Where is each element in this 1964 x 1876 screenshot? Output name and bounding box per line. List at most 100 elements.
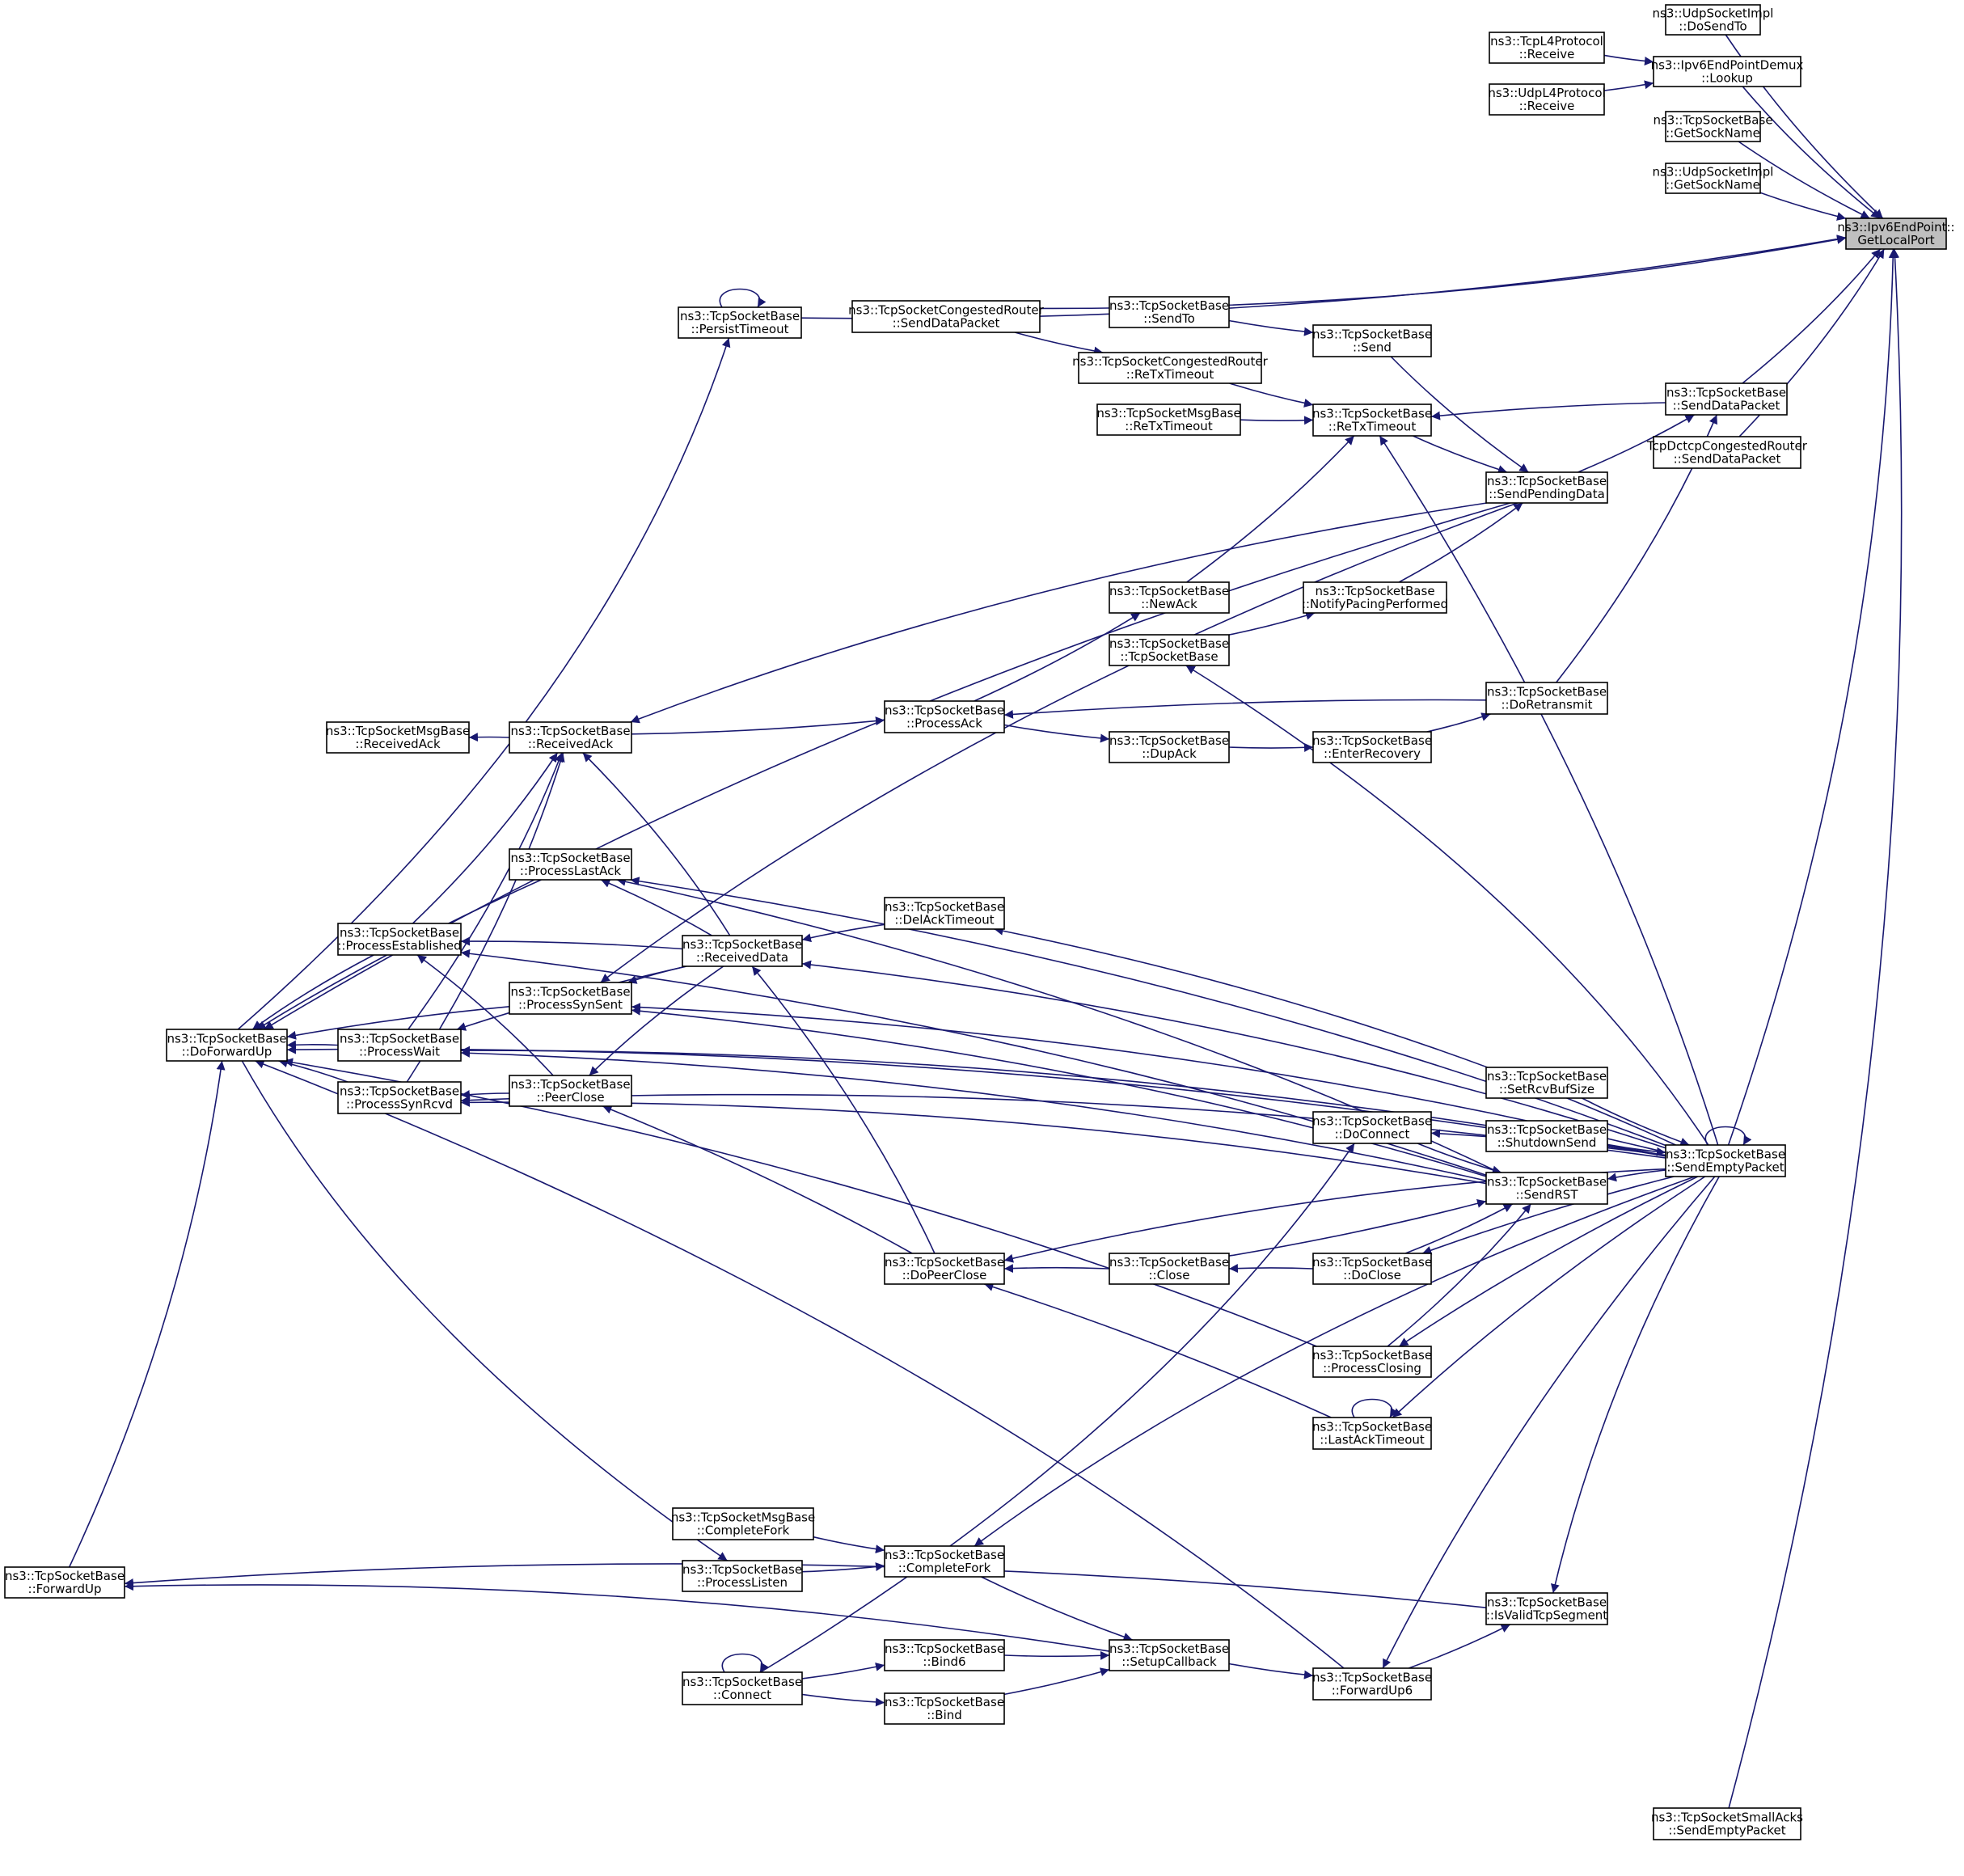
node-class-label: ns3::TcpSocketBase <box>340 926 459 940</box>
node-msg-receivedack[interactable]: ns3::TcpSocketMsgBase::ReceivedAck <box>326 721 470 754</box>
call-edge-processestablished-to-receivedack <box>412 752 559 924</box>
node-newack[interactable]: ns3::TcpSocketBase::NewAck <box>1109 581 1230 614</box>
node-ipv6demux-lookup[interactable]: ns3::Ipv6EndPointDemux::Lookup <box>1651 56 1804 87</box>
call-edge-sendemptypacket-to-isvalidtcpsegment <box>1550 1176 1720 1594</box>
node-dopeerclose[interactable]: ns3::TcpSocketBase::DoPeerClose <box>884 1253 1005 1285</box>
node-persisttimeout[interactable]: ns3::TcpSocketBase::PersistTimeout <box>678 306 802 339</box>
call-edge-sendemptypacket-to-delacktimeout <box>994 926 1676 1146</box>
node-box <box>1303 581 1447 614</box>
node-dctcp-senddatapacket[interactable]: TcpDctcpCongestedRouter::SendDataPacket <box>1646 436 1808 469</box>
node-sendpendingdata[interactable]: ns3::TcpSocketBase::SendPendingData <box>1485 471 1608 504</box>
call-edge-processack-to-dupack <box>1003 724 1110 743</box>
node-box <box>682 1671 803 1705</box>
node-processwait[interactable]: ns3::TcpSocketBase::ProcessWait <box>337 1029 462 1062</box>
node-delacktimeout[interactable]: ns3::TcpSocketBase::DelAckTimeout <box>884 897 1005 930</box>
node-root[interactable]: ns3::Ipv6EndPoint::GetLocalPort <box>1837 218 1955 250</box>
node-processlisten[interactable]: ns3::TcpSocketBase::ProcessListen <box>682 1560 803 1592</box>
node-forwardup6[interactable]: ns3::TcpSocketBase::ForwardUp6 <box>1312 1667 1432 1701</box>
node-sendrst[interactable]: ns3::TcpSocketBase::SendRST <box>1485 1172 1608 1205</box>
node-box <box>166 1029 288 1062</box>
node-box <box>1485 1592 1608 1625</box>
node-completefork[interactable]: ns3::TcpSocketBase::CompleteFork <box>884 1545 1005 1578</box>
node-class-label: ns3::TcpSocketBase <box>1487 1069 1607 1084</box>
node-doretransmit[interactable]: ns3::TcpSocketBase::DoRetransmit <box>1485 682 1608 715</box>
node-isvalidtcpsegment[interactable]: ns3::TcpSocketBase::IsValidTcpSegment <box>1485 1592 1608 1625</box>
node-lastacktimeout[interactable]: ns3::TcpSocketBase::LastAckTimeout <box>1312 1417 1432 1450</box>
node-msg-completefork[interactable]: ns3::TcpSocketMsgBase::CompleteFork <box>671 1507 815 1540</box>
node-class-label: ns3::TcpSocketBase <box>1109 733 1229 748</box>
node-notifypacing[interactable]: ns3::TcpSocketBase::NotifyPacingPerforme… <box>1302 581 1448 614</box>
node-method-label: ::DoClose <box>1343 1268 1401 1282</box>
node-ctor[interactable]: ns3::TcpSocketBase::TcpSocketBase <box>1109 634 1230 666</box>
node-sendemptypacket[interactable]: ns3::TcpSocketBase::SendEmptyPacket <box>1665 1144 1786 1177</box>
call-edge-tcp_getsockname-to-root <box>1738 141 1870 219</box>
call-edge-sendemptypacket-to-completefork <box>974 1176 1696 1547</box>
node-box <box>1312 1667 1432 1701</box>
node-tcp-getsockname[interactable]: ns3::TcpSocketBase::GetSockName <box>1653 111 1773 142</box>
node-cr-retxtimeout[interactable]: ns3::TcpSocketCongestedRouter::ReTxTimeo… <box>1072 352 1269 384</box>
node-method-label: ::Bind <box>927 1708 962 1722</box>
node-smallacks-sendemptypacket[interactable]: ns3::TcpSocketSmallAcks::SendEmptyPacket <box>1651 1807 1803 1840</box>
node-method-label: ::ProcessSynRcvd <box>346 1097 453 1112</box>
node-processclosing[interactable]: ns3::TcpSocketBase::ProcessClosing <box>1312 1346 1432 1378</box>
node-method-label: ::Send <box>1353 340 1392 355</box>
node-tcpl4-receive[interactable]: ns3::TcpL4Protocol::Receive <box>1489 32 1605 64</box>
node-method-label: ::GetSockName <box>1666 178 1760 192</box>
node-method-label: ::ProcessAck <box>906 716 982 731</box>
call-edge-connect-to-bind <box>801 1693 885 1707</box>
node-sendto[interactable]: ns3::TcpSocketBase::SendTo <box>1109 296 1230 328</box>
node-box <box>1109 634 1230 666</box>
node-cr-senddatapacket[interactable]: ns3::TcpSocketCongestedRouter::SendDataP… <box>848 300 1045 333</box>
node-close[interactable]: ns3::TcpSocketBase::Close <box>1109 1253 1230 1285</box>
node-doconnect[interactable]: ns3::TcpSocketBase::DoConnect <box>1312 1111 1432 1144</box>
node-processack[interactable]: ns3::TcpSocketBase::ProcessAck <box>884 700 1005 733</box>
node-method-label: ::ForwardUp <box>28 1582 102 1596</box>
node-doclose[interactable]: ns3::TcpSocketBase::DoClose <box>1312 1253 1432 1285</box>
node-receiveddata[interactable]: ns3::TcpSocketBase::ReceivedData <box>682 935 803 967</box>
node-forwardup[interactable]: ns3::TcpSocketBase::ForwardUp <box>4 1566 125 1599</box>
call-edge-forwardup-to-doforwardup <box>68 1060 226 1568</box>
call-edge-setupcallback-to-forwardup <box>124 1582 1110 1652</box>
node-box <box>509 721 632 754</box>
node-class-label: ns3::TcpSocketBase <box>1109 298 1229 313</box>
node-box <box>1665 1144 1786 1177</box>
node-method-label: ::SendEmptyPacket <box>1666 1160 1784 1175</box>
call-edge-setrcvbufsize-to-sendemptypacket <box>1582 1097 1690 1147</box>
call-edge-sendemptypacket-to-forwardup6 <box>1382 1176 1716 1669</box>
node-peerclose[interactable]: ns3::TcpSocketBase::PeerClose <box>509 1075 632 1107</box>
node-processsynrcvd[interactable]: ns3::TcpSocketBase::ProcessSynRcvd <box>337 1081 462 1114</box>
node-msg-retxtimeout[interactable]: ns3::TcpSocketMsgBase::ReTxTimeout <box>1096 404 1241 436</box>
node-bind[interactable]: ns3::TcpSocketBase::Bind <box>884 1692 1005 1725</box>
node-enterrecovery[interactable]: ns3::TcpSocketBase::EnterRecovery <box>1312 731 1432 763</box>
node-udpl4-receive[interactable]: ns3::UdpL4Protocol::Receive <box>1488 83 1606 116</box>
call-edge-doretransmit-to-processack <box>1003 699 1487 719</box>
node-shutdownsend[interactable]: ns3::TcpSocketBase::ShutdownSend <box>1485 1120 1608 1152</box>
node-method-label: ::Lookup <box>1701 71 1753 86</box>
node-udp-getsockname[interactable]: ns3::UdpSocketImpl::GetSockName <box>1653 163 1774 194</box>
node-class-label: ns3::TcpSocketBase <box>1666 386 1786 400</box>
call-edge-udp_getsockname-to-root <box>1759 192 1847 221</box>
node-processlastack[interactable]: ns3::TcpSocketBase::ProcessLastAck <box>509 848 632 881</box>
node-class-label: ns3::TcpSocketBase <box>1109 1255 1229 1270</box>
call-edge-doclose-to-sendrst <box>1404 1203 1514 1254</box>
node-send[interactable]: ns3::TcpSocketBase::Send <box>1312 324 1432 357</box>
node-dupack[interactable]: ns3::TcpSocketBase::DupAck <box>1109 731 1230 763</box>
node-udp-dosendto[interactable]: ns3::UdpSocketImpl::DoSendTo <box>1653 4 1774 36</box>
node-receivedack[interactable]: ns3::TcpSocketBase::ReceivedAck <box>509 721 632 754</box>
call-edge-notifypacing-to-sendpendingdata <box>1398 502 1523 583</box>
node-retxtimeout[interactable]: ns3::TcpSocketBase::ReTxTimeout <box>1312 404 1432 437</box>
node-class-label: ns3::TcpSocketBase <box>1487 1595 1607 1610</box>
node-box <box>1109 581 1230 614</box>
node-connect[interactable]: ns3::TcpSocketBase::Connect <box>682 1671 803 1705</box>
node-processsynsent[interactable]: ns3::TcpSocketBase::ProcessSynSent <box>509 982 632 1015</box>
node-bind6[interactable]: ns3::TcpSocketBase::Bind6 <box>884 1639 1005 1671</box>
node-setrcvbufsize[interactable]: ns3::TcpSocketBase::SetRcvBufSize <box>1485 1067 1608 1099</box>
node-processestablished[interactable]: ns3::TcpSocketBase::ProcessEstablished <box>337 923 462 956</box>
call-edge-retxtimeout-to-sendpendingdata <box>1413 435 1508 474</box>
node-box <box>1665 111 1761 142</box>
call-edge-doforwardup-to-persisttimeout <box>237 337 731 1030</box>
node-tcp-senddatapacket[interactable]: ns3::TcpSocketBase::SendDataPacket <box>1665 382 1788 416</box>
node-doforwardup[interactable]: ns3::TcpSocketBase::DoForwardUp <box>166 1029 288 1062</box>
node-setupcallback[interactable]: ns3::TcpSocketBase::SetupCallback <box>1109 1639 1230 1671</box>
node-method-label: ::ProcessEstablished <box>337 939 461 953</box>
